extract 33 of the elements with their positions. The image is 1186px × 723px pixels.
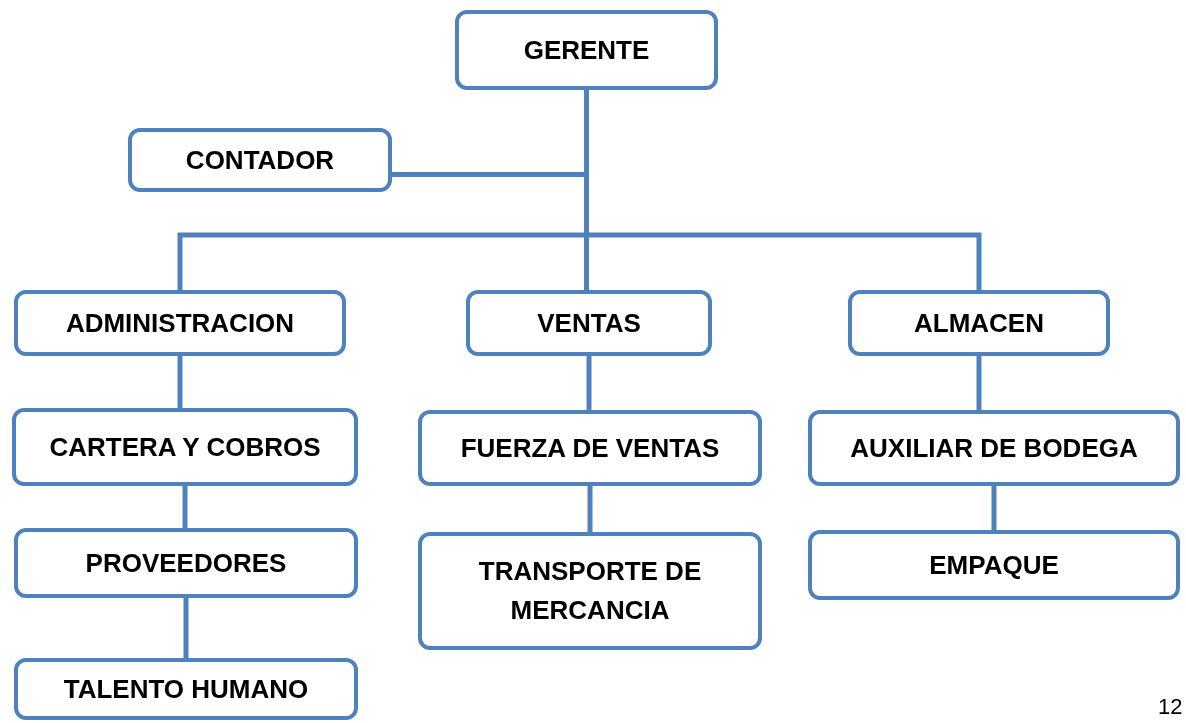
connector-line	[586, 356, 592, 410]
box-label: TALENTO HUMANO	[63, 672, 309, 706]
org-box	[14, 658, 358, 720]
org-box	[455, 10, 718, 90]
org-box	[418, 532, 762, 650]
connector-line	[991, 486, 997, 530]
box-label: PROVEEDORES	[85, 546, 287, 580]
connector-line	[183, 598, 189, 658]
box-label: ALMACEN	[914, 306, 1044, 340]
box-label: GERENTE	[523, 33, 650, 67]
org-box	[848, 290, 1110, 356]
page-number: 12	[1158, 694, 1183, 720]
connector-line	[177, 356, 183, 408]
connector-line	[182, 486, 188, 528]
connector-line	[976, 356, 982, 410]
box-label: TRANSPORTE DE MERCANCIA	[477, 555, 703, 627]
box-label: CONTADOR	[185, 143, 335, 177]
box-label: FUERZA DE VENTAS	[460, 431, 720, 465]
org-box	[14, 290, 346, 356]
box-label: EMPAQUE	[929, 548, 1059, 582]
org-box	[808, 410, 1180, 486]
org-box	[418, 410, 762, 486]
box-label: VENTAS	[537, 306, 641, 340]
connector-line	[584, 90, 982, 290]
connector-line	[587, 486, 593, 532]
org-box	[128, 128, 392, 192]
org-box	[466, 290, 712, 356]
box-label: CARTERA Y COBROS	[49, 430, 321, 464]
org-box	[14, 528, 358, 598]
box-label: ADMINISTRACION	[65, 306, 295, 340]
box-label: AUXILIAR DE BODEGA	[850, 431, 1138, 465]
org-box	[12, 408, 358, 486]
org-box	[808, 530, 1180, 600]
